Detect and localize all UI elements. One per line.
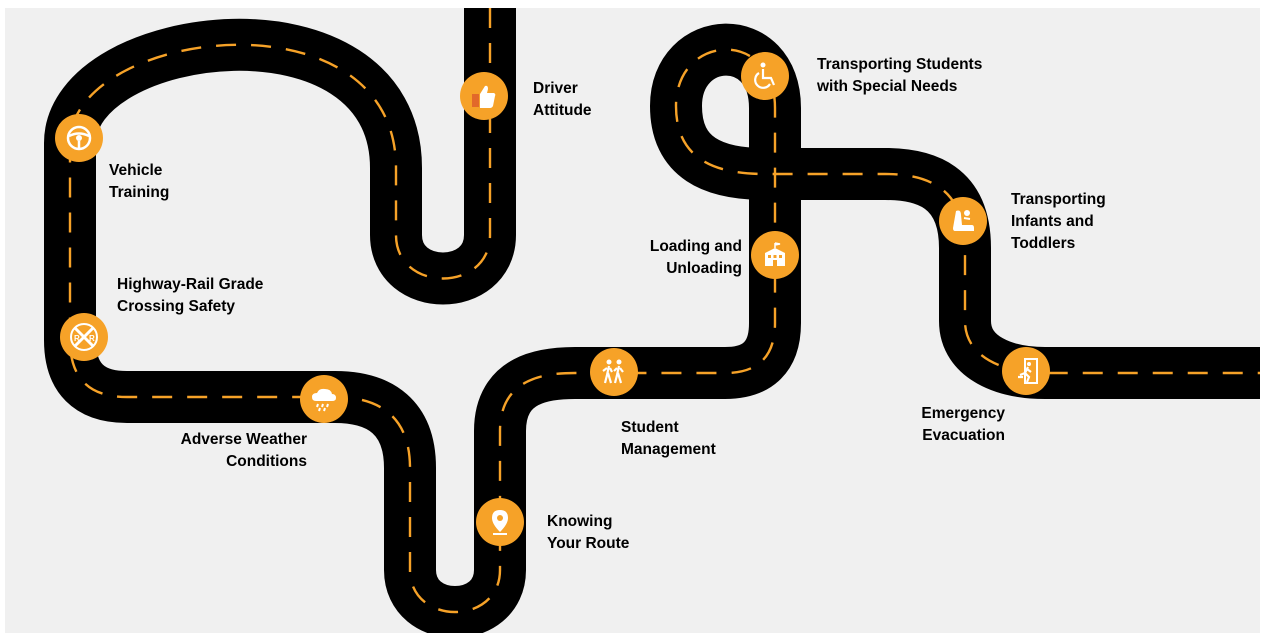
- rail-letter-left: R: [74, 334, 80, 343]
- label-line: with Special Needs: [817, 78, 958, 95]
- label-line: Emergency: [921, 405, 1005, 422]
- label-line: Conditions: [226, 453, 307, 470]
- milestone-student-management: Student Management: [621, 417, 716, 461]
- students-walking-icon: [590, 348, 638, 396]
- location-pin-icon: [476, 498, 524, 546]
- label-line: Highway-Rail Grade: [117, 276, 264, 293]
- rain-cloud-icon: [300, 375, 348, 423]
- milestone-highway-rail: Highway-Rail Grade Crossing Safety: [117, 274, 263, 318]
- steering-wheel-icon: [55, 114, 103, 162]
- milestone-knowing-route: Knowing Your Route: [547, 511, 629, 555]
- label-line: Training: [109, 184, 170, 201]
- school-building-icon: [751, 231, 799, 279]
- label-line: Student: [621, 419, 679, 436]
- label-line: Vehicle: [109, 162, 163, 179]
- child-car-seat-icon: [939, 197, 987, 245]
- label-line: Driver: [533, 80, 578, 97]
- milestone-vehicle-training: Vehicle Training: [109, 160, 169, 204]
- label-line: Toddlers: [1011, 235, 1076, 252]
- thumbs-up-icon: [460, 72, 508, 120]
- label-line: Attitude: [533, 102, 592, 119]
- road-path: [44, 8, 1260, 633]
- milestone-emergency-evacuation: Emergency Evacuation: [905, 403, 1005, 447]
- label-line: Your Route: [547, 535, 630, 552]
- label-line: Adverse Weather: [180, 431, 307, 448]
- label-line: Transporting: [1011, 191, 1106, 208]
- milestone-driver-attitude: Driver Attitude: [533, 78, 592, 122]
- milestone-infants-toddlers: Transporting Infants and Toddlers: [1011, 189, 1106, 255]
- label-line: Infants and: [1011, 213, 1094, 230]
- road-center-line: [68, 8, 1260, 614]
- emergency-exit-icon: [1002, 347, 1050, 395]
- label-line: Knowing: [547, 513, 613, 530]
- milestone-loading-unloading: Loading and Unloading: [625, 236, 742, 280]
- label-line: Unloading: [666, 260, 742, 277]
- label-line: Transporting Students: [817, 56, 983, 73]
- milestone-adverse-weather: Adverse Weather Conditions: [155, 429, 307, 473]
- rail-letter-right: R: [89, 334, 95, 343]
- label-line: Evacuation: [922, 427, 1005, 444]
- milestone-special-needs: Transporting Students with Special Needs: [817, 54, 982, 98]
- label-line: Management: [621, 441, 716, 458]
- label-line: Loading and: [649, 238, 742, 255]
- wheelchair-icon: [741, 52, 789, 100]
- label-line: Crossing Safety: [117, 298, 236, 315]
